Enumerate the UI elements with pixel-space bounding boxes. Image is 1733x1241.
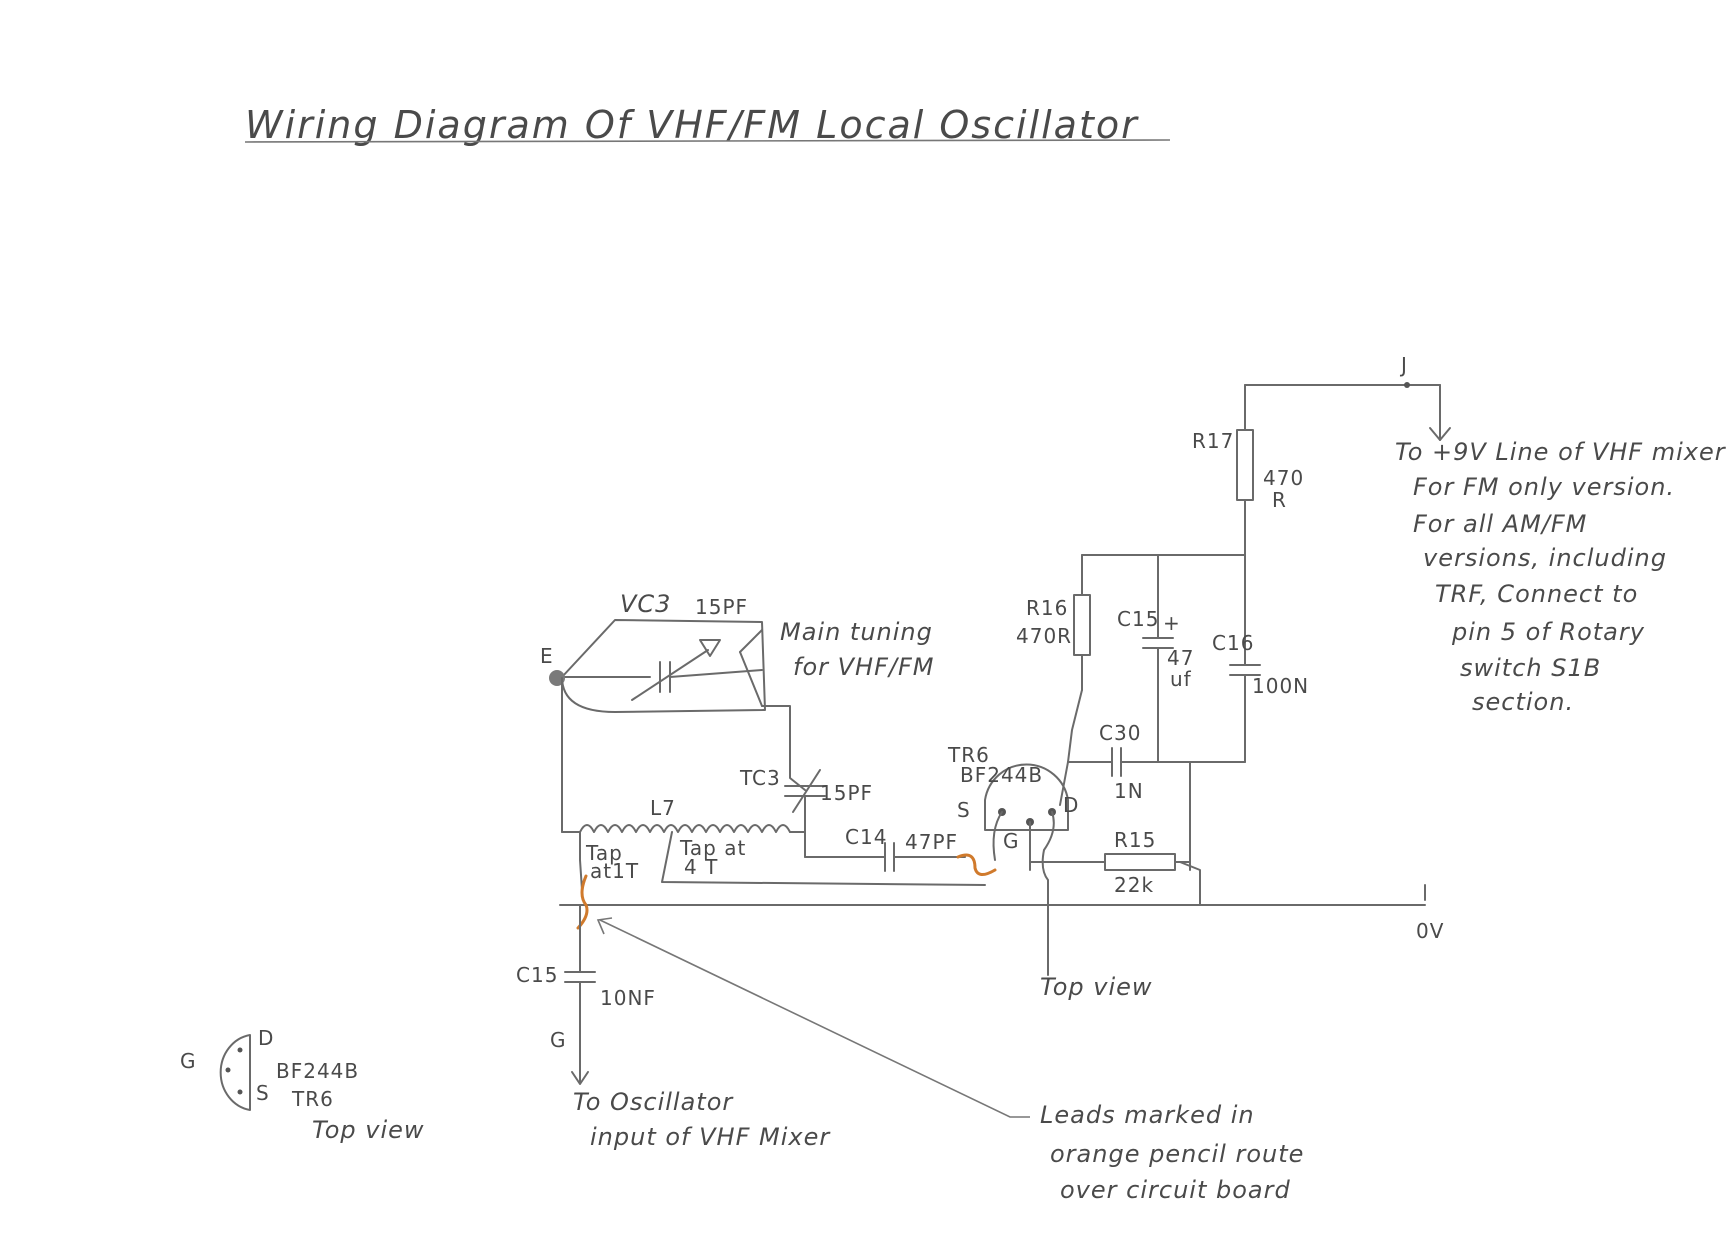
orange-lead-tap — [576, 874, 589, 930]
c30-value: 1N — [1114, 779, 1144, 803]
zero-volt-rail — [559, 884, 1426, 906]
r17-value-line2: R — [1272, 488, 1287, 512]
tc3-ref: TC3 — [739, 766, 781, 790]
c30-ref: C30 — [1099, 721, 1141, 745]
c15-top-value-line2: uf — [1170, 667, 1192, 691]
tr6-pin-d: D — [1063, 793, 1079, 817]
node-e-label: E — [540, 644, 554, 668]
pinout-d: D — [258, 1026, 274, 1050]
l7-coil — [561, 677, 986, 891]
leads-note-line2: orange pencil route — [1050, 1140, 1304, 1168]
c15-47uf-capacitor — [1142, 637, 1174, 763]
r15-value: 22k — [1114, 873, 1154, 897]
l7-tap2-line2: 4 T — [684, 855, 718, 879]
tr6-type: BF244B — [960, 763, 1043, 787]
pinout-caption: Top view — [312, 1116, 425, 1144]
node-g-label: G — [550, 1028, 567, 1052]
r15-resistor — [1029, 853, 1201, 906]
title-underline — [244, 139, 1171, 143]
leads-note-pointer — [596, 917, 1030, 1118]
r17-value-line1: 470 — [1263, 466, 1304, 490]
output-note-line1: To Oscillator — [573, 1088, 734, 1116]
output-branch — [564, 904, 596, 1085]
orange-lead-gate — [956, 853, 997, 876]
supply-rail — [1244, 382, 1451, 441]
vc3-note-line1: Main tuning — [780, 618, 933, 646]
supply-note-line6: pin 5 of Rotary — [1451, 618, 1645, 646]
tc3-value: 15PF — [820, 781, 873, 805]
tr6-ref: TR6 — [947, 743, 990, 767]
supply-note-line8: section. — [1472, 688, 1574, 716]
c16-ref: C16 — [1212, 631, 1254, 655]
l7-tap2-line1: Tap at — [679, 836, 746, 860]
c14-capacitor — [804, 842, 966, 872]
vc3-tuning-capacitor — [549, 619, 766, 713]
c15-top-ref: C15 — [1117, 607, 1159, 631]
top-view-middle: Top view — [1040, 973, 1153, 1001]
vc3-ref: VC3 — [620, 590, 671, 618]
leads-note-line1: Leads marked in — [1040, 1101, 1255, 1129]
r17-resistor — [1236, 429, 1254, 556]
leads-note-line3: over circuit board — [1060, 1176, 1291, 1204]
supply-note-line5: TRF, Connect to — [1435, 580, 1638, 608]
c30-capacitor — [1067, 747, 1191, 871]
l7-tap1-line1: Tap — [585, 841, 623, 865]
supply-note-line2: For FM only version. — [1413, 473, 1675, 501]
r16-resistor — [1067, 594, 1091, 763]
zero-volt-label: 0V — [1416, 919, 1444, 943]
r16-value: 470R — [1016, 624, 1072, 648]
supply-note-line1: To +9V Line of VHF mixer — [1395, 438, 1727, 466]
vc3-note-line2: for VHF/FM — [793, 653, 935, 681]
l7-tap1-line2: at1T — [590, 859, 639, 883]
tr6-pin-g: G — [1003, 829, 1020, 853]
decoupling-block — [1081, 554, 1246, 666]
r15-ref: R15 — [1114, 828, 1156, 852]
c14-value: 47PF — [905, 830, 958, 854]
c15-bottom-ref: C15 — [516, 963, 558, 987]
c15-top-polarity: + — [1163, 611, 1181, 635]
output-note-line2: input of VHF Mixer — [590, 1123, 831, 1151]
pinout-s: S — [256, 1081, 270, 1105]
tr6-pin-s: S — [957, 798, 971, 822]
vc3-value: 15PF — [695, 595, 748, 619]
c15-top-value-line1: 47 — [1167, 646, 1194, 670]
tc3-trimmer — [784, 769, 826, 858]
pinout-type: BF244B — [276, 1059, 359, 1083]
c16-capacitor — [1189, 664, 1261, 763]
c15-bottom-value: 10NF — [600, 986, 656, 1010]
l7-ref: L7 — [650, 796, 676, 820]
supply-note: To +9V Line of VHF mixer For FM only ver… — [1395, 438, 1727, 716]
tr6-transistor — [984, 761, 1069, 976]
pinout-ref: TR6 — [291, 1087, 334, 1111]
supply-note-line3: For all AM/FM — [1413, 510, 1587, 538]
c14-ref: C14 — [845, 825, 887, 849]
bf244b-pinout — [219, 1034, 251, 1111]
c16-value: 100N — [1252, 674, 1309, 698]
vc3-tc3-wire — [761, 705, 806, 791]
r16-ref: R16 — [1026, 596, 1068, 620]
supply-note-line7: switch S1B — [1460, 654, 1601, 682]
pinout-g: G — [180, 1049, 197, 1073]
r17-ref: R17 — [1192, 429, 1234, 453]
supply-note-line4: versions, including — [1423, 544, 1667, 572]
node-j-label: J — [1399, 353, 1408, 377]
